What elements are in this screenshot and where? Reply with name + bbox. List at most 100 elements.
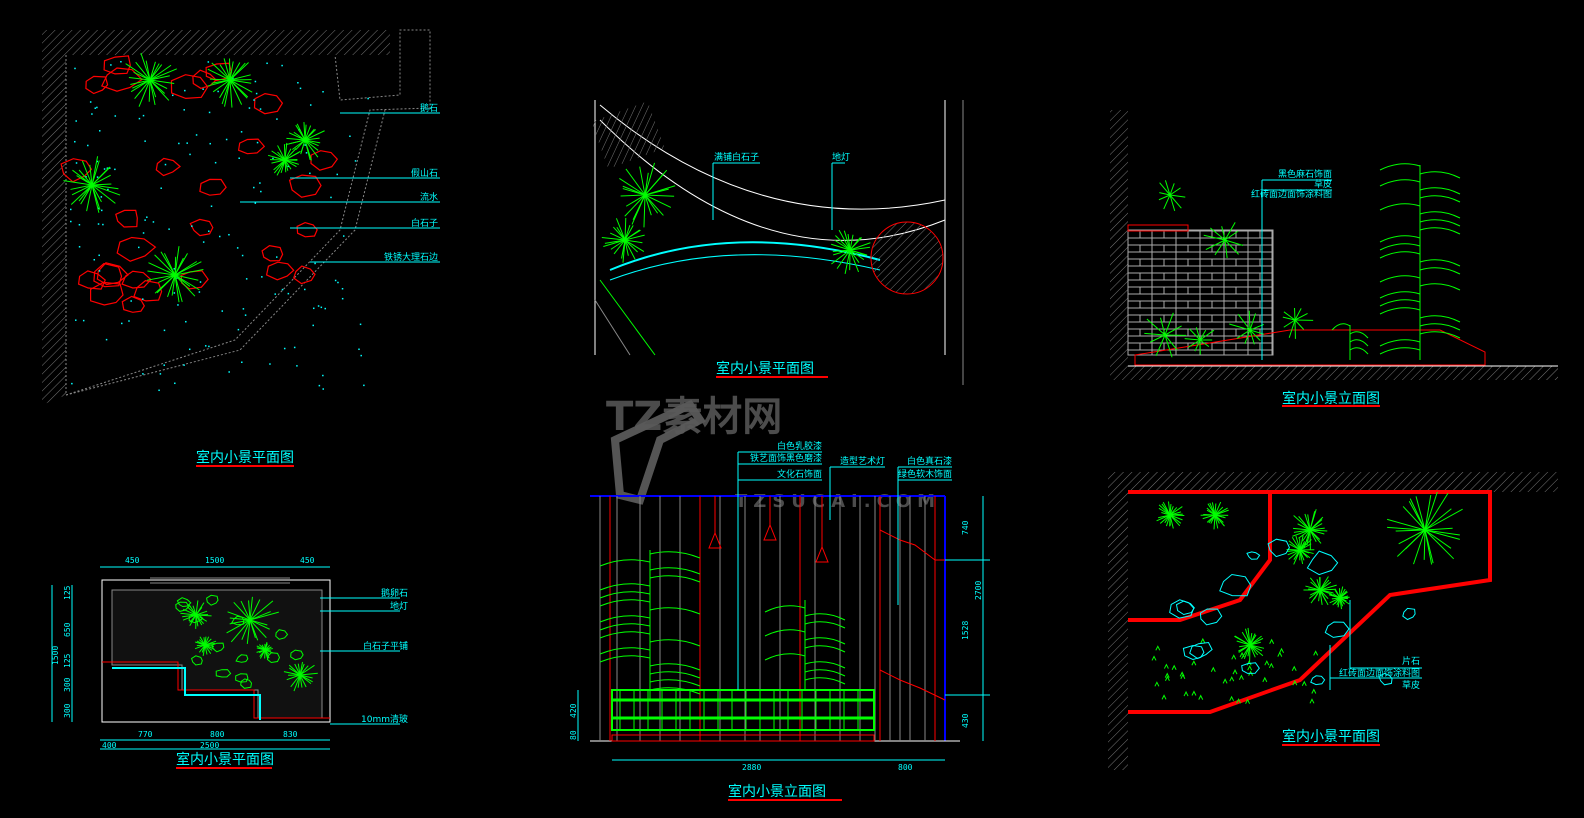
- leaf: [1199, 329, 1215, 341]
- leaf: [1419, 171, 1461, 179]
- gravel-dot: [93, 258, 96, 261]
- grass-tuft: [1232, 669, 1238, 675]
- leaf: [1332, 593, 1341, 599]
- leaf: [91, 160, 100, 186]
- leaf: [609, 232, 626, 241]
- leaf: [1299, 535, 1304, 551]
- plant-icon: [601, 217, 645, 263]
- stone: [1378, 672, 1393, 686]
- plant-icon: [1303, 576, 1337, 606]
- leaf: [1307, 514, 1311, 531]
- gravel-dot: [283, 347, 286, 350]
- leaf: [145, 60, 151, 81]
- leaf: [149, 79, 168, 90]
- leaf: [835, 235, 851, 251]
- leaf: [599, 615, 651, 623]
- leaf: [89, 164, 93, 186]
- gravel-dot: [272, 157, 274, 160]
- leaf: [599, 631, 651, 639]
- leaf: [240, 600, 251, 621]
- leaf: [81, 160, 93, 186]
- leaf: [1184, 338, 1201, 341]
- leaf: [1415, 496, 1426, 531]
- leaf: [1331, 323, 1351, 331]
- leaf: [1169, 506, 1183, 516]
- leaf: [195, 600, 199, 616]
- stone: [121, 295, 146, 313]
- stone: [188, 614, 204, 624]
- grass-tuft: [1311, 688, 1317, 694]
- leaf: [599, 655, 651, 663]
- grass-tuft: [1183, 690, 1189, 697]
- leaf: [1169, 514, 1181, 527]
- leaf: [1349, 331, 1369, 339]
- leaf: [91, 184, 121, 196]
- panel-title: 室内小景平面图: [196, 449, 294, 466]
- plant-icon: [147, 246, 204, 303]
- leaf: [264, 648, 273, 651]
- gravel-dot: [96, 106, 98, 109]
- stone: [90, 281, 124, 306]
- leaf: [135, 61, 151, 81]
- gravel-dot: [146, 216, 148, 218]
- gravel-dot: [304, 288, 306, 291]
- panel-title: 室内小景平面图: [716, 360, 814, 377]
- gravel-dot: [232, 77, 234, 79]
- gravel-dot: [191, 225, 193, 227]
- leaf: [154, 274, 176, 294]
- gravel-dot: [186, 142, 188, 144]
- leaf: [1419, 283, 1461, 291]
- leaf: [804, 661, 846, 669]
- grass-tuft: [1277, 651, 1283, 657]
- gravel-dot: [75, 120, 77, 122]
- dim-bottom-1: 770: [138, 730, 153, 739]
- leaf: [1150, 334, 1166, 343]
- leaf: [229, 62, 249, 81]
- leaf: [644, 162, 656, 196]
- leaf: [624, 239, 629, 256]
- grass-tuft: [1292, 680, 1298, 686]
- leaf: [1309, 523, 1323, 531]
- leaf: [288, 132, 306, 141]
- plant-icon: [1229, 310, 1265, 345]
- leaf: [624, 239, 636, 260]
- panel-plan-bottom-left: 450 1500 450 1500 125 650 125 300 300 77…: [51, 556, 408, 769]
- leaf: [1424, 508, 1463, 531]
- gravel-dot: [103, 168, 106, 170]
- leaf: [649, 687, 701, 695]
- leaf: [304, 139, 321, 144]
- label-brick-paint: 红砖面边面饰涂料图: [1251, 188, 1332, 200]
- leaf: [70, 184, 93, 190]
- leaf: [1424, 492, 1449, 531]
- leaf: [1221, 226, 1226, 241]
- gravel-dot: [367, 97, 369, 100]
- leaf: [1237, 313, 1251, 331]
- grass-tuft: [1198, 694, 1204, 700]
- leaf: [230, 619, 251, 643]
- leaf: [1239, 644, 1251, 648]
- gravel-dot: [320, 306, 323, 309]
- leaf: [1332, 597, 1341, 606]
- leaf: [299, 664, 315, 676]
- leaf: [644, 194, 659, 214]
- leaf: [1298, 516, 1311, 531]
- leaf: [277, 145, 286, 161]
- leaf: [204, 644, 208, 655]
- leaf: [259, 649, 266, 657]
- grass-tuft: [1191, 660, 1197, 666]
- leaf: [1291, 536, 1301, 551]
- pendant-lamp-icon: [708, 531, 722, 549]
- leaf: [1379, 235, 1421, 243]
- leaf: [1205, 239, 1226, 250]
- leaf: [601, 236, 626, 241]
- leaf: [174, 269, 204, 276]
- plant-icon: [1200, 501, 1229, 530]
- gravel-dot: [237, 328, 240, 331]
- leaf: [844, 249, 851, 274]
- leaf: [1169, 194, 1186, 198]
- stone: [60, 158, 93, 183]
- leaf: [1309, 519, 1323, 531]
- dim-bottom-3: 830: [283, 730, 298, 739]
- grass-tuft: [1247, 665, 1253, 671]
- leaf: [849, 249, 865, 261]
